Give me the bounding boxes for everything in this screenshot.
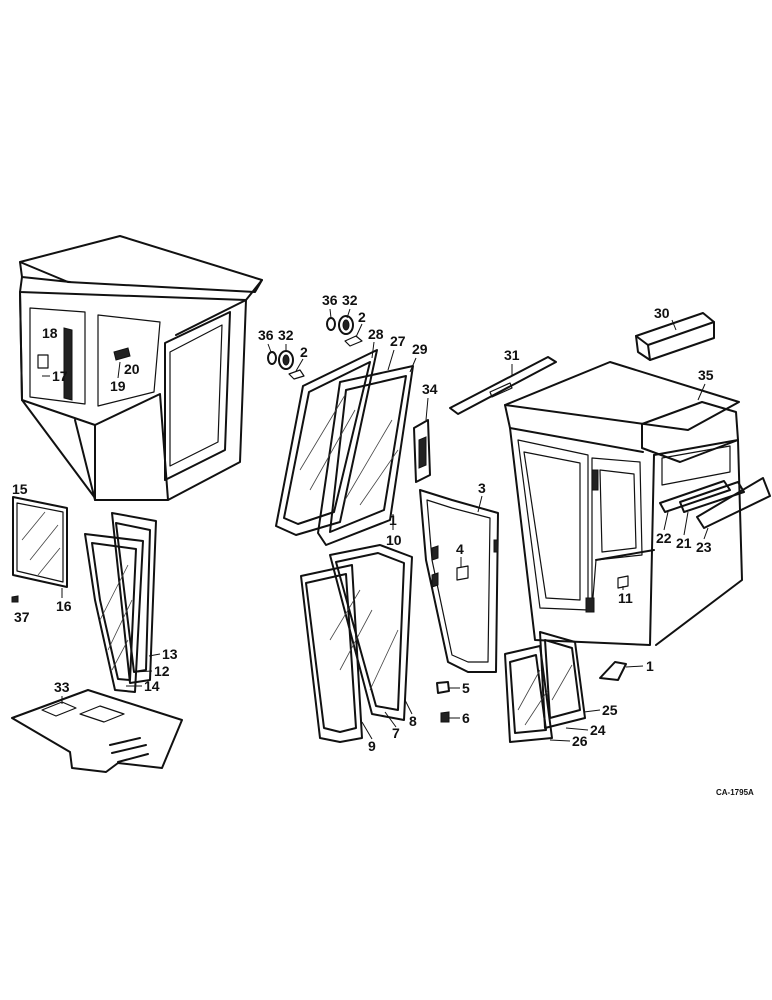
callout-36: 36 — [322, 292, 338, 308]
leader-8 — [404, 699, 413, 715]
callout-15: 15 — [12, 481, 28, 497]
callout-1-sub: 1 — [389, 512, 397, 528]
leader-26 — [549, 739, 571, 742]
leader-35 — [697, 383, 706, 401]
roof-pad-30 — [635, 312, 715, 361]
callout-34: 34 — [422, 381, 438, 397]
leader-28 — [371, 341, 375, 359]
leader-36 — [267, 343, 272, 353]
left-cab-assembly — [19, 235, 263, 501]
leader-36 — [329, 308, 332, 319]
latch-6 — [440, 711, 450, 723]
callout-28: 28 — [368, 326, 384, 342]
leader-1 — [625, 665, 644, 668]
callout-2: 2 — [358, 309, 366, 325]
callout-labels: 1 2 2 3 4 5 6 7 8 9 10 1 11 12 13 14 15 … — [12, 292, 754, 797]
leader-3 — [477, 495, 483, 513]
callout-3: 3 — [478, 480, 486, 496]
callout-16: 16 — [56, 598, 72, 614]
callout-10: 10 — [386, 532, 402, 548]
callout-32: 32 — [278, 327, 294, 343]
callout-4: 4 — [456, 541, 464, 557]
leader-13 — [148, 653, 161, 657]
trim-strips-21-23 — [659, 477, 771, 529]
seal-cluster-lower — [267, 350, 305, 380]
callout-9: 9 — [368, 738, 376, 754]
callout-17: 17 — [52, 368, 68, 384]
callout-31: 31 — [504, 347, 520, 363]
leader-30 — [671, 319, 677, 331]
callout-27: 27 — [390, 333, 406, 349]
leader-19 — [117, 361, 121, 379]
callout-22: 22 — [656, 530, 672, 546]
visor-strip-31 — [449, 356, 557, 415]
leader-25 — [583, 709, 601, 713]
callout-6: 6 — [462, 710, 470, 726]
door-panel-3 — [419, 489, 499, 673]
leader-32 — [346, 308, 351, 319]
leader-29 — [409, 357, 417, 373]
callout-26: 26 — [572, 733, 588, 749]
door-glass-7-9 — [300, 544, 413, 743]
callout-32: 32 — [342, 292, 358, 308]
callout-30: 30 — [654, 305, 670, 321]
floor-mat-33 — [11, 689, 183, 773]
callout-12: 12 — [154, 663, 170, 679]
callout-25: 25 — [602, 702, 618, 718]
callout-21: 21 — [676, 535, 692, 551]
leader-34 — [425, 397, 429, 421]
handle-5 — [436, 681, 450, 694]
leader-12 — [133, 670, 153, 673]
leader-9 — [361, 721, 373, 740]
seal-cluster-upper — [326, 315, 363, 347]
callout-29: 29 — [412, 341, 428, 357]
callout-14: 14 — [144, 678, 160, 694]
callout-7: 7 — [392, 725, 400, 741]
callout-19: 19 — [110, 378, 126, 394]
leader-2 — [355, 323, 363, 338]
leader-23 — [703, 527, 709, 540]
windshield-assembly — [275, 349, 414, 546]
callout-5: 5 — [462, 680, 470, 696]
callout-35: 35 — [698, 367, 714, 383]
leader-22 — [663, 511, 669, 531]
door-glass-assembly-12-14 — [84, 512, 157, 693]
callout-13: 13 — [162, 646, 178, 662]
leader-24 — [565, 727, 589, 731]
leader-21 — [683, 511, 689, 536]
leader-7 — [384, 711, 397, 728]
callout-8: 8 — [409, 713, 417, 729]
callout-37: 37 — [14, 609, 30, 625]
callout-11: 11 — [618, 590, 633, 606]
right-cab-assembly — [504, 361, 743, 646]
callout-1: 1 — [646, 658, 654, 674]
callout-20: 20 — [124, 361, 140, 377]
side-glass-16 — [12, 496, 68, 588]
bracket-1 — [599, 661, 627, 681]
bracket-34 — [413, 419, 431, 483]
callout-36: 36 — [258, 327, 274, 343]
callout-24: 24 — [590, 722, 606, 738]
callout-33: 33 — [54, 679, 70, 695]
callout-18: 18 — [42, 325, 58, 341]
leader-2 — [295, 358, 304, 372]
callout-2: 2 — [300, 344, 308, 360]
callout-23: 23 — [696, 539, 712, 555]
side-glass-24-26 — [504, 631, 586, 743]
leader-27 — [387, 349, 395, 371]
figure-code: CA-1795A — [716, 788, 754, 797]
fastener-37 — [11, 595, 19, 603]
